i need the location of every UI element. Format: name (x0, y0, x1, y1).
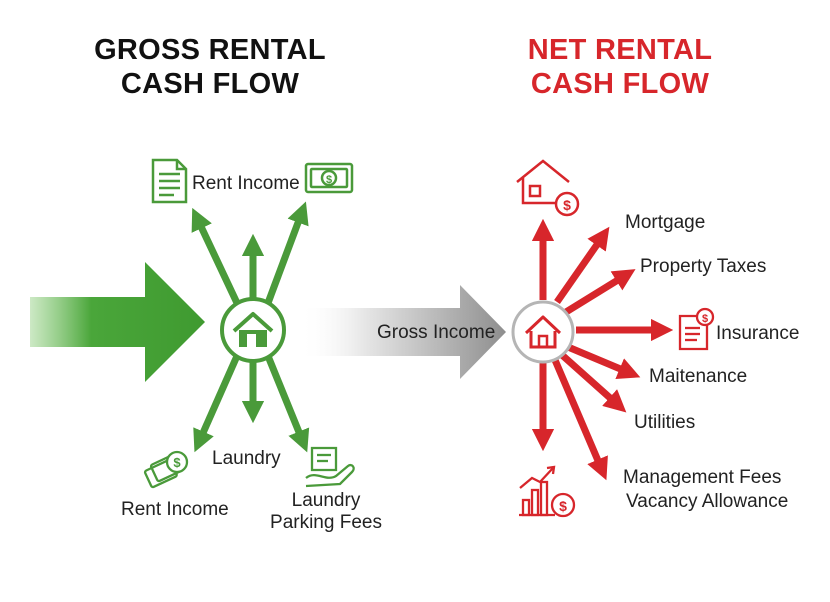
arrow-to-rent-income-top-right (264, 201, 309, 305)
arrow-to-rent-income-top-left (191, 207, 241, 305)
gross-house-icon (220, 297, 286, 363)
insurance-document-icon: $ (678, 307, 715, 351)
receipt-hand-icon (305, 446, 355, 488)
label-laundry-parking-line-1: Laundry (291, 490, 361, 511)
house-dollar-icon: $ (516, 159, 580, 217)
net-title-line-1: NET RENTAL (527, 34, 713, 66)
growth-chart-dollar-icon: $ (519, 465, 576, 518)
label-maintenance: Maitenance (649, 366, 748, 387)
arrow-to-maintenance (566, 343, 641, 379)
document-icon (151, 158, 188, 204)
net-cash-flow-title: NET RENTAL CASH FLOW (470, 33, 770, 101)
label-management-fees: Management Fees (623, 467, 782, 488)
label-laundry: Laundry (212, 448, 281, 469)
label-utilities: Utilities (634, 412, 696, 433)
incoming-cash-arrow (30, 262, 205, 382)
gross-cash-flow-title: GROSS RENTAL CASH FLOW (60, 33, 360, 101)
arrow-to-management-fees (551, 358, 608, 481)
label-mortgage: Mortgage (625, 212, 706, 233)
arrow-to-laundry-parking (264, 354, 310, 453)
gross-income-transfer-arrow (300, 285, 506, 379)
svg-text:$: $ (563, 197, 571, 213)
label-property-taxes: Property Taxes (640, 256, 767, 277)
net-house-icon (511, 300, 575, 364)
label-vacancy-allowance: Vacancy Allowance (626, 491, 789, 512)
arrow-to-mortgage (554, 226, 610, 305)
svg-text:$: $ (559, 498, 567, 514)
cash-bill-icon: $ (304, 162, 354, 194)
label-rent-income-top: Rent Income (192, 173, 300, 194)
gross-title-line-1: GROSS RENTAL (94, 34, 326, 66)
label-insurance: Insurance (716, 323, 800, 344)
net-title-line-2: CASH FLOW (530, 68, 710, 100)
arrow-to-utilities (559, 352, 627, 413)
gross-income-arrows (191, 201, 310, 453)
svg-text:$: $ (173, 455, 181, 470)
svg-text:$: $ (326, 174, 332, 186)
label-laundry-parking: Laundry Parking Fees (266, 490, 386, 534)
arrow-to-rent-income-bottom (193, 354, 241, 453)
arrow-to-property-taxes (564, 269, 636, 315)
label-gross-income: Gross Income (377, 322, 496, 343)
label-laundry-parking-line-2: Parking Fees (270, 512, 382, 533)
cash-stack-icon: $ (143, 450, 189, 489)
label-rent-income-bottom: Rent Income (121, 499, 229, 520)
net-expense-arrows (531, 218, 674, 481)
gross-title-line-2: CASH FLOW (120, 68, 300, 100)
svg-text:$: $ (702, 313, 708, 325)
